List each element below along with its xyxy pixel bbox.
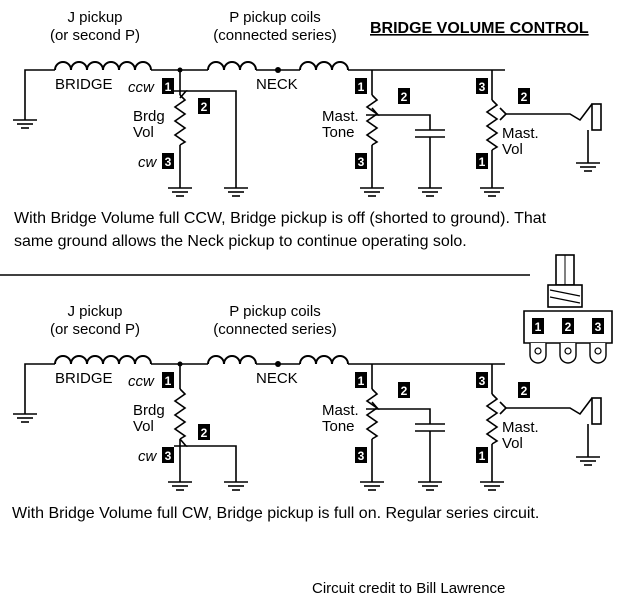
bridge-label: BRIDGE (55, 76, 113, 93)
svg-text:1: 1 (479, 449, 486, 463)
svg-text:2: 2 (401, 90, 408, 104)
neck-label: NECK (256, 370, 298, 387)
pin-badge: 2 (398, 382, 410, 398)
pin-badge: 1 (355, 78, 367, 94)
pin-badge: 2 (518, 382, 530, 398)
top-caption-line-1: With Bridge Volume full CCW, Bridge pick… (14, 210, 547, 227)
svg-text:2: 2 (565, 320, 572, 334)
svg-text:1: 1 (535, 320, 542, 334)
mast-vol-label: Mast. (502, 125, 539, 142)
svg-text:3: 3 (358, 449, 365, 463)
p-coils-label: P pickup coils (229, 303, 320, 320)
svg-text:2: 2 (521, 384, 528, 398)
pin-badge: 3 (162, 447, 174, 463)
brdg-vol-label: Brdg (133, 402, 165, 419)
pin-badge: 1 (162, 78, 174, 94)
mast-vol-label-2: Vol (502, 435, 523, 452)
j-pickup-sublabel: (or second P) (50, 27, 140, 44)
pin-badge: 1 (355, 372, 367, 388)
brdg-vol-label: Brdg (133, 108, 165, 125)
svg-text:1: 1 (165, 80, 172, 94)
mast-vol-label-2: Vol (502, 141, 523, 158)
svg-text:2: 2 (201, 100, 208, 114)
svg-text:3: 3 (479, 374, 486, 388)
bottom-caption: With Bridge Volume full CW, Bridge picku… (12, 505, 539, 522)
mast-tone-label: Mast. (322, 402, 359, 419)
diagram-title: BRIDGE VOLUME CONTROL (370, 20, 589, 37)
svg-text:1: 1 (358, 374, 365, 388)
pin-badge: 3 (355, 153, 367, 169)
svg-text:2: 2 (521, 90, 528, 104)
p-pickup-coil-2 (299, 61, 349, 71)
top-circuit: J pickup (or second P) P pickup coils (c… (12, 9, 602, 250)
pin-badge: 3 (476, 372, 488, 388)
svg-text:3: 3 (165, 449, 172, 463)
p-coils-sublabel: (connected series) (213, 321, 336, 338)
svg-text:3: 3 (595, 320, 602, 334)
bridge-label: BRIDGE (55, 370, 113, 387)
pin-badge: 1 (476, 447, 488, 463)
svg-text:1: 1 (479, 155, 486, 169)
cw-label: cw (138, 154, 158, 171)
ccw-label: ccw (128, 79, 155, 96)
pin-badge: 3 (476, 78, 488, 94)
mast-vol-label: Mast. (502, 419, 539, 436)
j-pickup-label: J pickup (67, 9, 122, 26)
j-pickup-label: J pickup (67, 303, 122, 320)
brdg-vol-label-2: Vol (133, 124, 154, 141)
mast-tone-label-2: Tone (322, 418, 355, 435)
top-caption-line-2: same ground allows the Neck pickup to co… (14, 233, 467, 250)
mast-tone-label-2: Tone (322, 124, 355, 141)
svg-text:3: 3 (165, 155, 172, 169)
pin-badge: 2 (518, 88, 530, 104)
mast-tone-label: Mast. (322, 108, 359, 125)
svg-text:3: 3 (479, 80, 486, 94)
credit: Circuit credit to Bill Lawrence (312, 580, 505, 597)
svg-text:3: 3 (358, 155, 365, 169)
pin-badge: 1 (162, 372, 174, 388)
p-coils-sublabel: (connected series) (213, 27, 336, 44)
bottom-circuit: J pickup (or second P) P pickup coils (c… (12, 303, 602, 522)
ccw-label: ccw (128, 373, 155, 390)
output-jack-icon (591, 397, 602, 425)
pin-badge: 2 (198, 424, 210, 440)
j-pickup-sublabel: (or second P) (50, 321, 140, 338)
pin-badge: 3 (355, 447, 367, 463)
pin-badge: 3 (162, 153, 174, 169)
potentiometer-icon: 1 2 3 (523, 254, 613, 364)
svg-text:1: 1 (358, 80, 365, 94)
svg-text:2: 2 (401, 384, 408, 398)
cw-label: cw (138, 448, 158, 465)
pin-badge: 1 (476, 153, 488, 169)
pin-badge: 2 (198, 98, 210, 114)
p-pickup-coil-1 (207, 61, 257, 71)
j-pickup-coil (54, 61, 104, 71)
neck-label: NECK (256, 76, 298, 93)
ground-symbol (12, 111, 38, 129)
pin-badge: 2 (398, 88, 410, 104)
svg-text:1: 1 (165, 374, 172, 388)
svg-text:2: 2 (201, 426, 208, 440)
output-jack-icon (591, 103, 602, 131)
p-coils-label: P pickup coils (229, 9, 320, 26)
brdg-vol-label-2: Vol (133, 418, 154, 435)
